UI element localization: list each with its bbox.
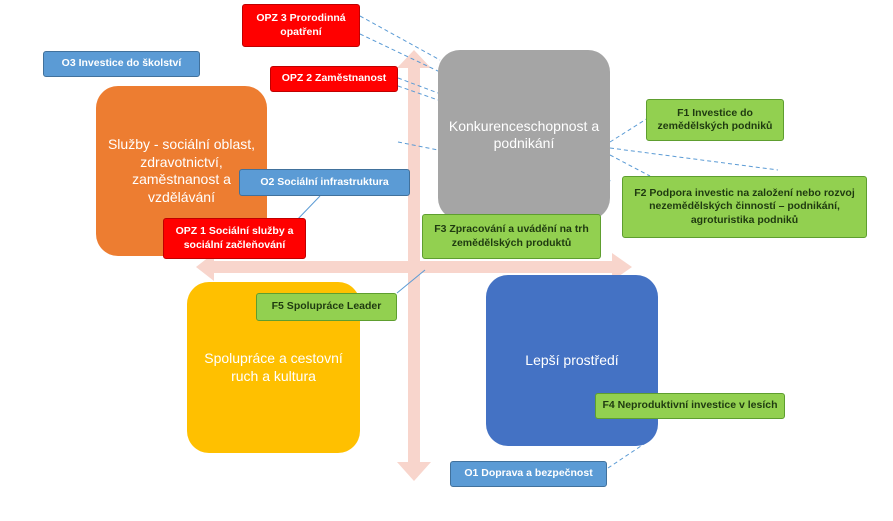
tag-f2-label: F2 Podpora investic na založení nebo roz…	[634, 187, 855, 226]
tag-f5-label: F5 Spolupráce Leader	[271, 300, 382, 313]
quadrant-konkurence: Konkurenceschopnost a podnikání	[438, 50, 610, 220]
tag-o1-label: O1 Doprava a bezpečnost	[464, 467, 593, 480]
tag-o3-label: O3 Investice do školství	[61, 57, 182, 70]
quadrant-prostredi: Lepší prostředí	[486, 275, 658, 446]
tag-opz1: OPZ 1 Sociální služby a sociální začleňo…	[163, 218, 306, 259]
connector-f1-2	[609, 147, 779, 171]
tag-opz2-label: OPZ 2 Zaměstnanost	[281, 72, 387, 85]
tag-o2: O2 Sociální infrastruktura	[239, 169, 410, 196]
horizontal-axis-arrow	[196, 253, 632, 281]
connector-opz3-1	[359, 15, 441, 61]
quadrant-prostredi-label: Lepší prostředí	[525, 351, 619, 368]
connector-opz2-2	[397, 85, 439, 101]
connector-o2	[294, 195, 321, 223]
tag-o1: O1 Doprava a bezpečnost	[450, 461, 607, 487]
tag-f1: F1 Investice do zemědělských podniků	[646, 99, 784, 141]
tag-o2-label: O2 Sociální infrastruktura	[260, 175, 389, 188]
tag-opz2: OPZ 2 Zaměstnanost	[270, 66, 398, 92]
tag-f5: F5 Spolupráce Leader	[256, 293, 397, 321]
tag-opz3-label: OPZ 3 Prorodinná opatření	[256, 12, 346, 38]
tag-f2: F2 Podpora investic na založení nebo roz…	[622, 176, 867, 238]
quadrant-konkurence-label: Konkurenceschopnost a podnikání	[448, 117, 600, 152]
tag-f1-label: F1 Investice do zemědělských podniků	[657, 106, 773, 132]
connector-f1-3	[609, 154, 651, 177]
quadrant-sluzby-label: Služby - sociální oblast, zdravotnictví,…	[107, 136, 256, 205]
tag-f3: F3 Zpracování a uvádění na trh zemědělsk…	[422, 214, 601, 259]
tag-opz3: OPZ 3 Prorodinná opatření	[242, 4, 360, 47]
quadrant-spoluprace-label: Spolupráce a cestovní ruch a kultura	[204, 350, 343, 384]
tag-f3-label: F3 Zpracování a uvádění na trh zemědělsk…	[434, 223, 589, 249]
connector-opz3-2	[359, 33, 441, 73]
tag-f4: F4 Neproduktivní investice v lesích	[595, 393, 785, 419]
connector-f1-1	[609, 117, 649, 143]
tag-o3: O3 Investice do školství	[43, 51, 200, 77]
tag-opz1-label: OPZ 1 Sociální služby a sociální začleňo…	[175, 225, 294, 251]
connector-f5	[396, 269, 426, 294]
connector-opz2-1	[397, 77, 439, 94]
tag-f4-label: F4 Neproduktivní investice v lesích	[602, 399, 778, 412]
